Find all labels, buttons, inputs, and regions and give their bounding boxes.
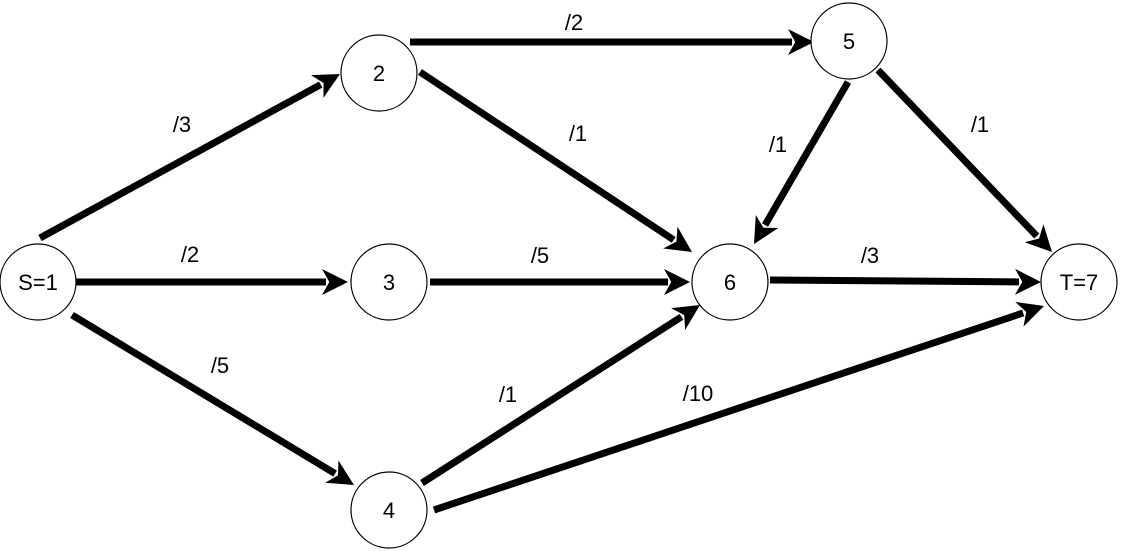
node-n2: 2: [340, 34, 418, 112]
edge-2-5: [410, 29, 814, 55]
edge-S-2: [38, 74, 340, 242]
node-circle: [340, 34, 418, 112]
arrowhead-icon: [788, 29, 814, 55]
arrowhead-icon: [671, 305, 700, 330]
edge-capacity-label: /2: [181, 242, 199, 267]
node-n6: 6: [691, 243, 769, 321]
node-circle: [350, 471, 428, 549]
edge-capacity-label: /1: [569, 121, 587, 146]
node-circle: [810, 2, 888, 80]
edge-capacity-label: /5: [531, 243, 549, 268]
node-label: 2: [373, 61, 385, 86]
arrowhead-icon: [1015, 301, 1044, 327]
arrowhead-icon: [325, 460, 354, 485]
edge-capacity-label: /5: [211, 353, 229, 378]
edge-capacity-label: /3: [173, 112, 191, 137]
edge-line: [769, 276, 1020, 286]
node-n3: 3: [350, 243, 428, 321]
node-circle: [1040, 243, 1118, 321]
node-circle: [0, 243, 77, 321]
node-label: S=1: [18, 270, 58, 295]
edge-capacity-label: /10: [683, 381, 714, 406]
edge-capacity-label: /3: [861, 243, 879, 268]
edge-line: [420, 313, 684, 486]
edge-3-6: [430, 269, 690, 295]
arrowhead-icon: [1014, 268, 1041, 295]
edge-capacity-label: /1: [971, 112, 989, 137]
edge-2-6: [418, 69, 692, 252]
arrowhead-icon: [322, 269, 348, 295]
node-circle: [691, 243, 769, 321]
edge-line: [875, 67, 1040, 239]
node-label: 5: [843, 29, 855, 54]
edge-line: [38, 81, 323, 242]
edge-capacity-label: /1: [769, 132, 787, 157]
edge-line: [70, 312, 337, 477]
node-label: T=7: [1060, 270, 1099, 295]
arrowhead-icon: [754, 214, 779, 244]
edge-capacity-label: /2: [565, 10, 583, 35]
edge-S-4: [70, 312, 354, 485]
edge-line: [418, 69, 676, 243]
node-label: 6: [724, 270, 736, 295]
edge-labels-layer: /3/2/5/2/1/5/1/10/1/1/3: [173, 10, 989, 407]
edge-capacity-label: /1: [499, 382, 517, 407]
edge-5-6: [754, 80, 852, 244]
edge-line: [432, 309, 1025, 514]
node-label: 4: [383, 498, 395, 523]
node-label: 3: [383, 270, 395, 295]
arrowhead-icon: [664, 269, 690, 295]
edge-4-6: [420, 305, 700, 486]
node-S: S=1: [0, 243, 77, 321]
edge-5-T: [875, 67, 1052, 252]
arrowhead-icon: [1024, 224, 1052, 252]
edges-layer: [38, 29, 1052, 514]
arrowhead-icon: [310, 74, 340, 98]
node-circle: [350, 243, 428, 321]
edge-4-T: [432, 301, 1044, 514]
edge-6-T: [769, 268, 1041, 295]
arrowhead-icon: [663, 226, 692, 252]
node-n4: 4: [350, 471, 428, 549]
node-T: T=7: [1040, 243, 1118, 321]
edge-line: [762, 80, 852, 227]
node-n5: 5: [810, 2, 888, 80]
edge-S-3: [76, 269, 348, 295]
